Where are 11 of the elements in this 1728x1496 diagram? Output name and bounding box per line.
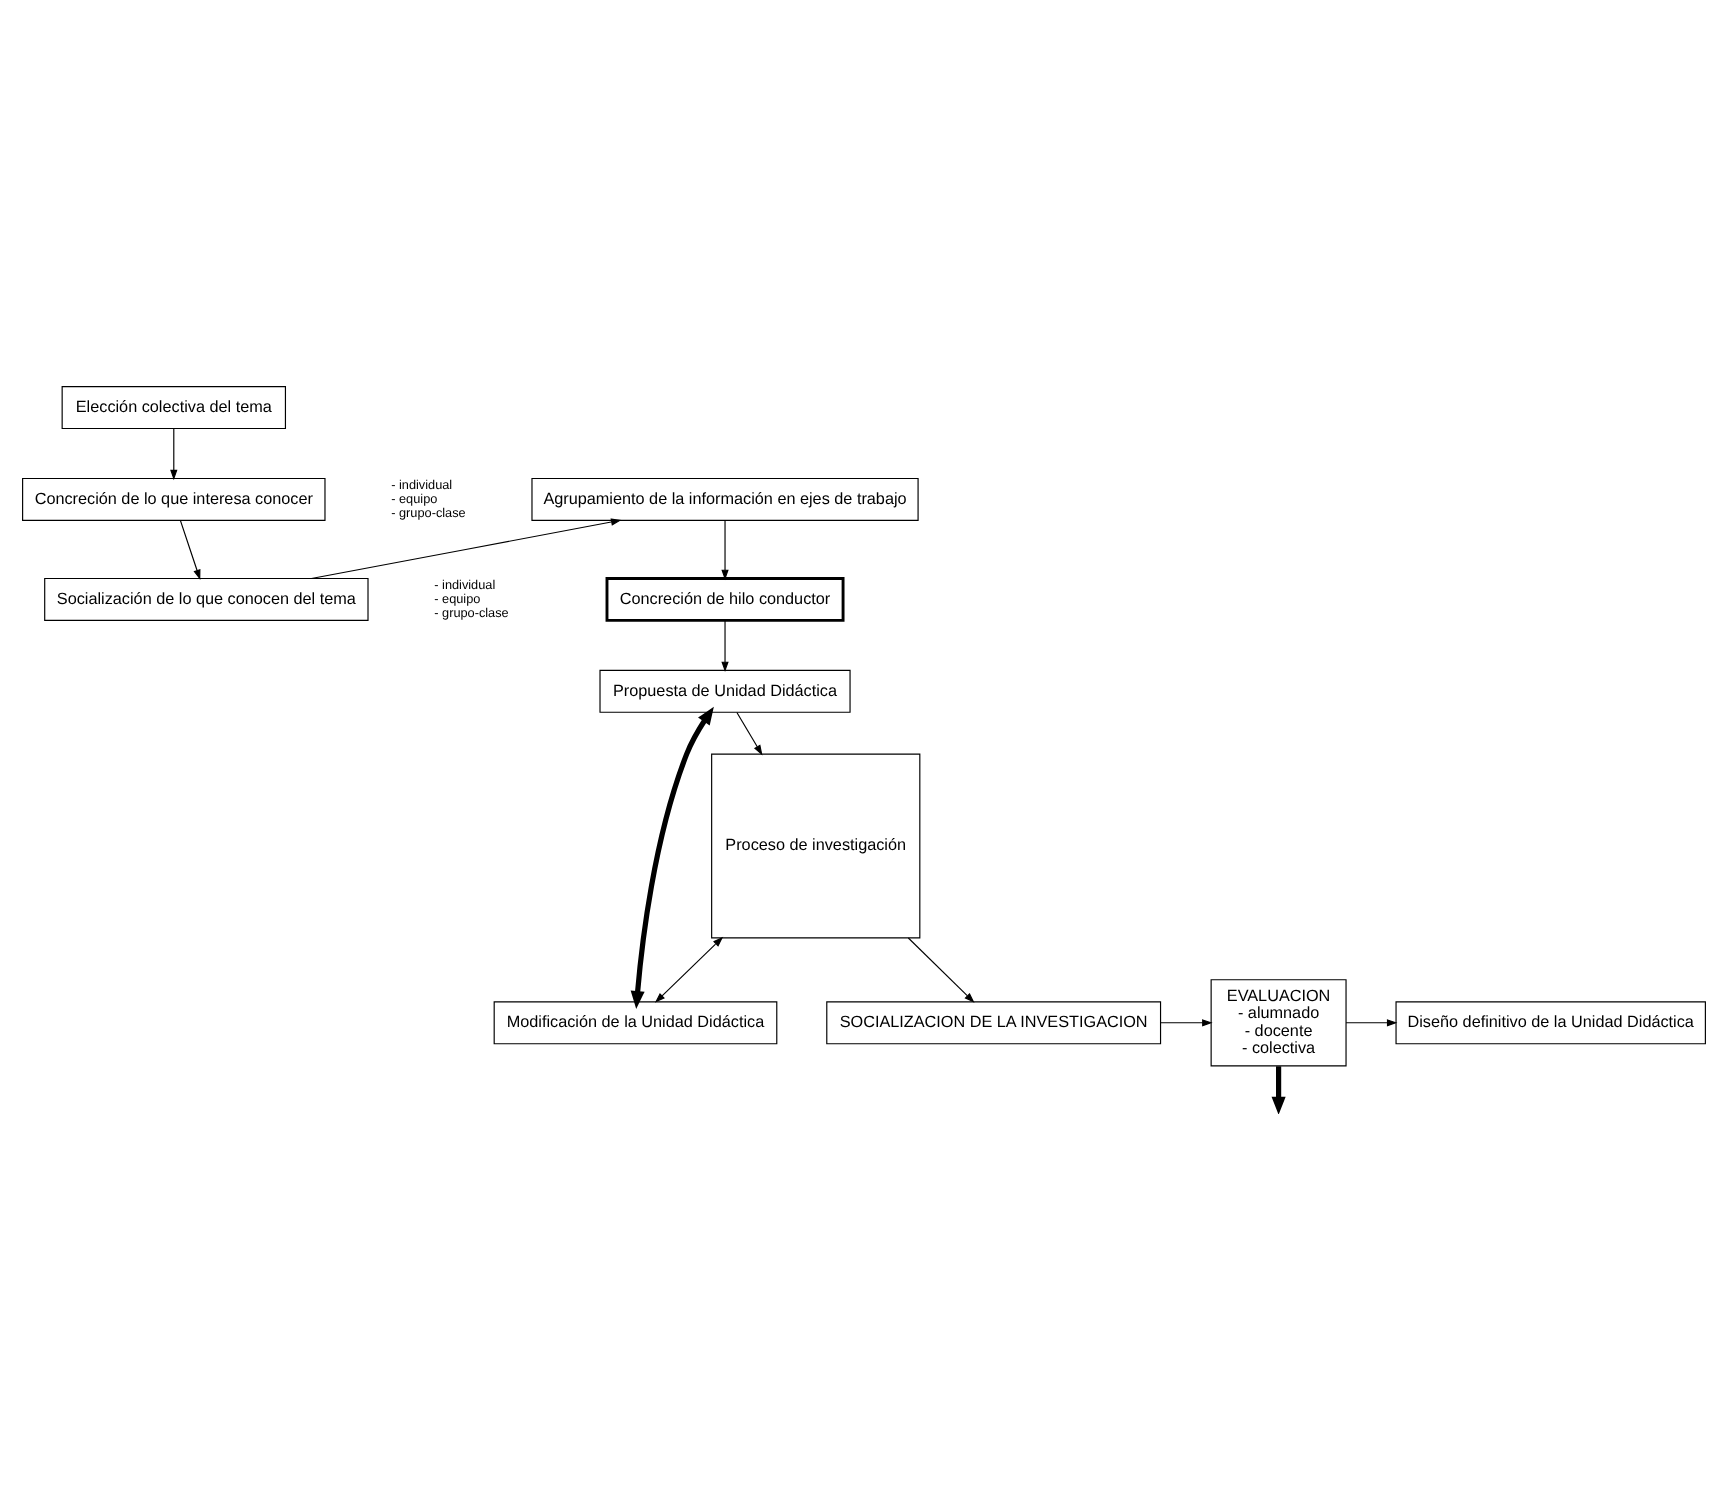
arrow <box>721 619 729 673</box>
arrow <box>907 937 975 1003</box>
arrow <box>630 706 714 1009</box>
arrow <box>170 428 178 481</box>
arrow <box>654 936 724 1003</box>
arrow <box>179 520 201 581</box>
arrow <box>1160 1019 1213 1027</box>
arrow <box>1345 1019 1398 1027</box>
arrow <box>736 711 763 756</box>
arrow <box>721 520 729 581</box>
arrow <box>310 518 622 580</box>
